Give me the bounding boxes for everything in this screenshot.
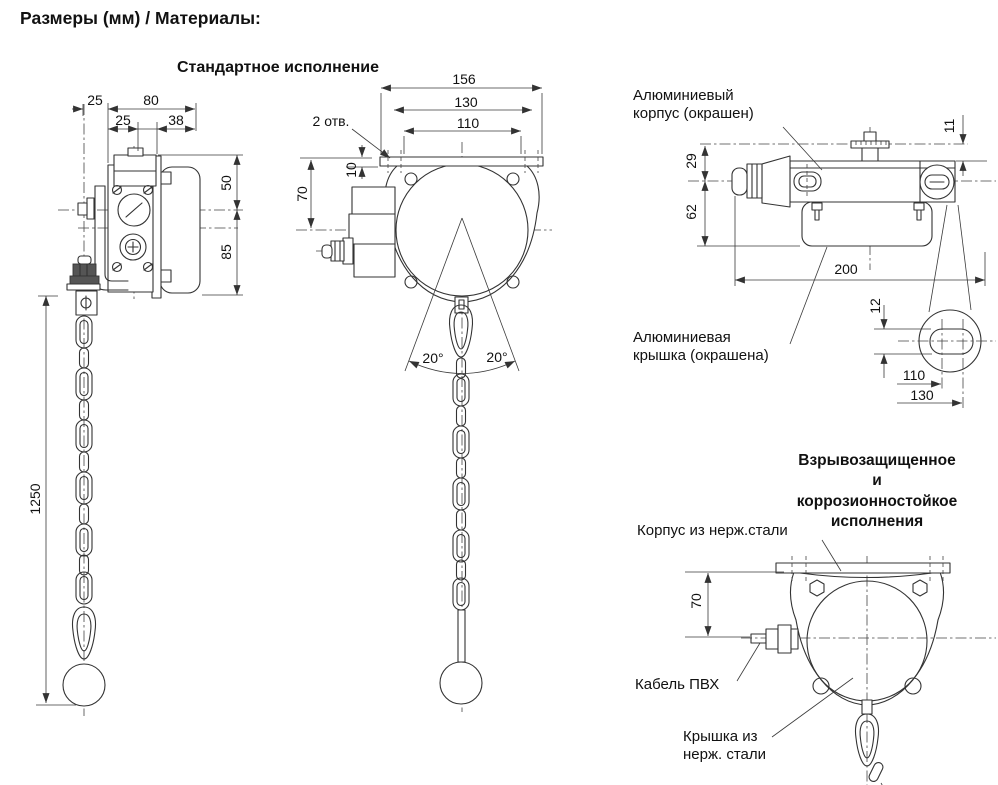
dim-h11: 11 (941, 118, 957, 134)
dim-height-10: 10 (343, 162, 359, 178)
stainless-version-drawing (685, 539, 996, 785)
dim-height-85: 85 (218, 244, 234, 260)
standard-front-view-drawing (296, 84, 552, 712)
dim-w130-detail: 130 (910, 387, 934, 403)
label-aluminum-housing: Алюминиевый корпус (окрашен) (633, 87, 754, 123)
dim-height-70: 70 (294, 186, 310, 202)
dim-h29: 29 (683, 153, 699, 169)
dim-width-80: 80 (143, 92, 159, 108)
standard-version-title: Стандартное исполнение (176, 59, 380, 77)
label-pvc-cable: Кабель ПВХ (635, 676, 720, 693)
label-stainless-cover: Крышка из нерж. стали (683, 728, 767, 764)
stainless-version-title: Взрывозащищенное и коррозионностойкое ис… (796, 452, 958, 531)
dim-inner-25: 25 (115, 112, 131, 128)
dim-height-50: 50 (218, 175, 234, 191)
page-title: Размеры (мм) / Материалы: (20, 8, 261, 28)
dim-width-156: 156 (452, 71, 476, 87)
dim-width-110: 110 (456, 115, 480, 131)
dim-h62: 62 (683, 204, 699, 220)
dim-w200: 200 (834, 261, 858, 277)
dim-angle-right: 20° (486, 349, 508, 365)
label-aluminum-cover: Алюминиевая крышка (окрашена) (633, 329, 769, 365)
dim-chain-1250: 1250 (27, 483, 43, 515)
dim-inner-38: 38 (168, 112, 184, 128)
dim-width-130: 130 (454, 94, 478, 110)
dim-angle-left: 20° (422, 350, 444, 366)
dim-offset-25: 25 (87, 92, 103, 108)
dim-h12: 12 (867, 298, 883, 314)
dim-h70-stainless: 70 (688, 593, 704, 609)
standard-side-view-drawing (36, 103, 243, 716)
label-two-holes: 2 отв. (312, 113, 350, 129)
label-stainless-housing: Корпус из нерж.стали (637, 522, 788, 539)
dim-w110-detail: 110 (902, 367, 926, 383)
aluminum-version-drawing (688, 115, 996, 408)
